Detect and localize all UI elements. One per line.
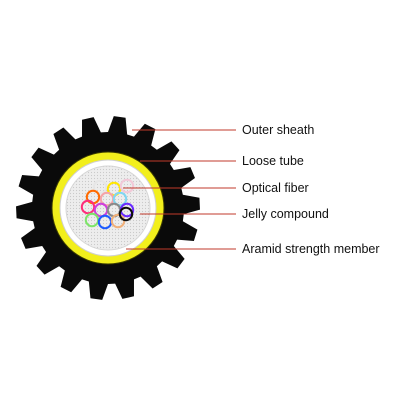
optical-fiber-6 [112, 191, 128, 207]
label-optical-fiber: Optical fiber [242, 181, 309, 195]
optical-fiber-14 [118, 206, 134, 222]
label-jelly-compound: Jelly compound [242, 207, 329, 221]
optical-fiber-13 [110, 213, 126, 229]
label-aramid-strength-member: Aramid strength member [242, 242, 380, 256]
optical-fiber-7 [80, 199, 96, 215]
optical-fiber-bundle [80, 178, 135, 230]
optical-fiber-3 [119, 178, 135, 194]
label-loose-tube: Loose tube [242, 154, 304, 168]
label-outer-sheath: Outer sheath [242, 123, 314, 137]
optical-fiber-1 [92, 179, 108, 195]
